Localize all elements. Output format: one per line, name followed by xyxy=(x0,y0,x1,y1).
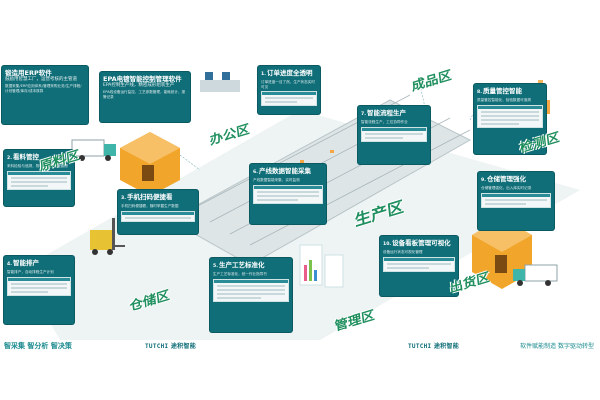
panel-2-screenshot xyxy=(7,170,71,190)
panel-6-desc: 产线数据智能采集，实时监测 xyxy=(253,178,300,182)
panel-epa-title: EPA电镀智能控制管理软件 xyxy=(103,75,182,83)
panel-9: 9.仓储管理强化 仓储管理强化，出入库实时记录 xyxy=(478,172,554,230)
panel-9-title: 仓储管理强化 xyxy=(486,175,526,183)
panel-1-title: 订单进度全透明 xyxy=(266,69,313,77)
panel-4-desc: 智能排产，自动排程生产计划 xyxy=(7,270,54,274)
panel-10: 10.设备看板管理可视化 设备运行状态可视化管理 xyxy=(380,236,458,296)
panel-1: 1.订单进度全透明 订单进度一目了然，生产状态实时可见 xyxy=(258,66,320,114)
forklift xyxy=(90,218,125,255)
panel-7: 7.智能流程生产 智能流程生产，工位协同作业 xyxy=(358,106,430,164)
panel-7-desc: 智能流程生产，工位协同作业 xyxy=(361,120,408,124)
panel-6-screenshot xyxy=(253,184,323,204)
panel-4-num: 4. xyxy=(7,262,12,267)
truck-left xyxy=(71,139,116,161)
panel-10-title: 设备看板管理可视化 xyxy=(392,239,451,247)
panel-6: 6.产线数据智能采集 产线数据智能采集，实时监测 xyxy=(250,164,326,224)
panel-erp-title: 锻造用ERP软件 xyxy=(5,69,52,77)
brand-logo-left: TUTCHI 途积智能 xyxy=(145,341,196,350)
panel-4: 4.智能排产 智能排产，自动排程生产计划 xyxy=(4,256,74,324)
brand-en-right: TUTCHI xyxy=(408,343,432,350)
panel-4-title: 智能排产 xyxy=(12,259,39,267)
panel-erp: 锻造用ERP软件 鼓励用智慧工厂，运营考核的主管道 数据采集/ERP应用体系/管… xyxy=(2,66,88,124)
panel-1-screenshot xyxy=(261,91,317,107)
panel-6-title: 产线数据智能采集 xyxy=(258,167,311,175)
panel-1-desc: 订单进度一目了然，生产状态实时可见 xyxy=(261,80,315,89)
panel-2-num: 2. xyxy=(7,156,12,161)
footer: 智采集 智分析 智决策 TUTCHI 途积智能 TUTCHI 途积智能 软件赋能… xyxy=(0,341,600,355)
panel-5-title: 生产工艺标准化 xyxy=(218,261,265,269)
panel-3-screenshot xyxy=(121,210,195,222)
panel-5-desc: 生产工艺标准化，统一作业指导书 xyxy=(213,272,267,276)
panel-5-num: 5. xyxy=(213,264,218,269)
panel-2-title: 看料管控 xyxy=(12,153,39,161)
panel-epa: EPA电镀智能控制管理软件 EPA控制生产线，精密成形组装生产 EPA线设备运行… xyxy=(100,72,190,122)
panel-10-desc: 设备运行状态可视化管理 xyxy=(383,250,423,254)
panel-8: 8.质量管控智能 质量管控智能化，检验数据可追溯 xyxy=(474,84,546,154)
brand-en-left: TUTCHI xyxy=(145,343,169,350)
panel-8-desc: 质量管控智能化，检验数据可追溯 xyxy=(477,98,531,102)
panel-3-num: 3. xyxy=(121,196,126,201)
panel-2: 2.看料管控 来料检验与追溯，物料状态全过程跟踪 xyxy=(4,150,74,206)
panel-7-num: 7. xyxy=(361,112,366,117)
panel-6-num: 6. xyxy=(253,170,258,175)
office-desks xyxy=(200,72,240,92)
panel-erp-sub: 鼓励用智慧工厂，运营考核的主管道 xyxy=(5,77,77,82)
panel-3-desc: 手机扫码便捷看，随时掌握生产数据 xyxy=(121,204,179,208)
factory-scene: 锻造用ERP软件 鼓励用智慧工厂，运营考核的主管道 数据采集/ERP应用体系/管… xyxy=(0,40,600,340)
panel-5-screenshot xyxy=(213,278,289,302)
panel-8-screenshot xyxy=(477,104,543,128)
management-screens xyxy=(299,244,344,288)
panel-5: 5.生产工艺标准化 生产工艺标准化，统一作业指导书 xyxy=(210,258,292,332)
panel-10-screenshot xyxy=(383,256,455,272)
panel-3: 3.手机扫码便捷看 手机扫码便捷看，随时掌握生产数据 xyxy=(118,190,198,234)
panel-10-num: 10. xyxy=(383,242,392,247)
panel-2-desc: 来料检验与追溯，物料状态全过程跟踪 xyxy=(7,164,69,168)
panel-8-title: 质量管控智能 xyxy=(482,87,522,95)
receiving-warehouse xyxy=(120,132,180,196)
footer-slogan-right: 软件赋能制造 数字驱动转型 xyxy=(520,343,594,350)
brand-cn-left: 途积智能 xyxy=(170,343,197,350)
panel-9-screenshot xyxy=(481,192,551,208)
footer-slogan-left: 智采集 智分析 智决策 xyxy=(4,342,72,350)
panel-epa-sub: EPA控制生产线，精密成形组装生产 xyxy=(103,83,175,88)
panel-7-screenshot xyxy=(361,126,427,142)
brand-logo-right: TUTCHI 途积智能 xyxy=(408,341,459,350)
panel-3-title: 手机扫码便捷看 xyxy=(126,193,173,201)
panel-1-num: 1. xyxy=(261,72,266,77)
panel-erp-desc: 数据采集/ERP应用体系/管理采购业务/生产排程/计划管理/库存/成本核算 xyxy=(5,84,82,93)
brand-cn-right: 途积智能 xyxy=(433,343,460,350)
panel-4-screenshot xyxy=(7,276,71,296)
panel-epa-desc: EPA线设备运行监控，工艺参数管理，能耗统计，报警记录 xyxy=(103,90,186,99)
panel-8-num: 8. xyxy=(477,90,482,95)
truck-right xyxy=(513,264,558,286)
panel-9-num: 9. xyxy=(481,178,486,183)
panel-9-desc: 仓储管理强化，出入库实时记录 xyxy=(481,186,532,190)
panel-7-title: 智能流程生产 xyxy=(366,109,406,117)
